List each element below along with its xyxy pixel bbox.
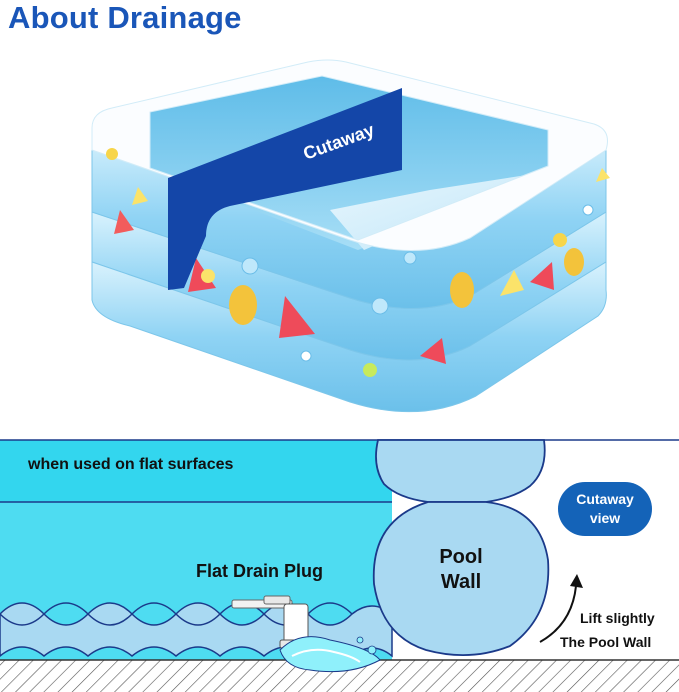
pool-wall-upper [375,439,546,503]
lift-label-line1: Lift slightly [580,610,655,626]
lift-label-line2: The Pool Wall [560,634,651,650]
lift-arrow-head [570,574,583,588]
water-surface-band [0,440,392,502]
cutaway-view-line2: view [590,510,620,526]
surface-label: when used on flat surfaces [27,456,233,473]
fruit-pattern [106,148,610,377]
cutaway-view-line1: Cutaway [576,491,634,507]
pool-wall-label-line2: Wall [441,571,481,593]
pool-rim [91,59,608,251]
pool-illustration: Cutaway [91,59,610,413]
pool-ring-lower [91,261,607,413]
cutaway-view-badge [558,482,652,536]
pool-wall [372,501,550,657]
cutaway-panel [168,88,402,290]
drain-plug-label: Flat Drain Plug [196,561,323,581]
water-splash [279,636,381,673]
drainage-diagram: when used on flat surfaces Flat Drain Pl… [0,439,679,692]
lift-arrow [539,585,577,643]
pool-wall-label-line1: Pool [439,546,482,568]
page-title: About Drainage [8,0,242,35]
